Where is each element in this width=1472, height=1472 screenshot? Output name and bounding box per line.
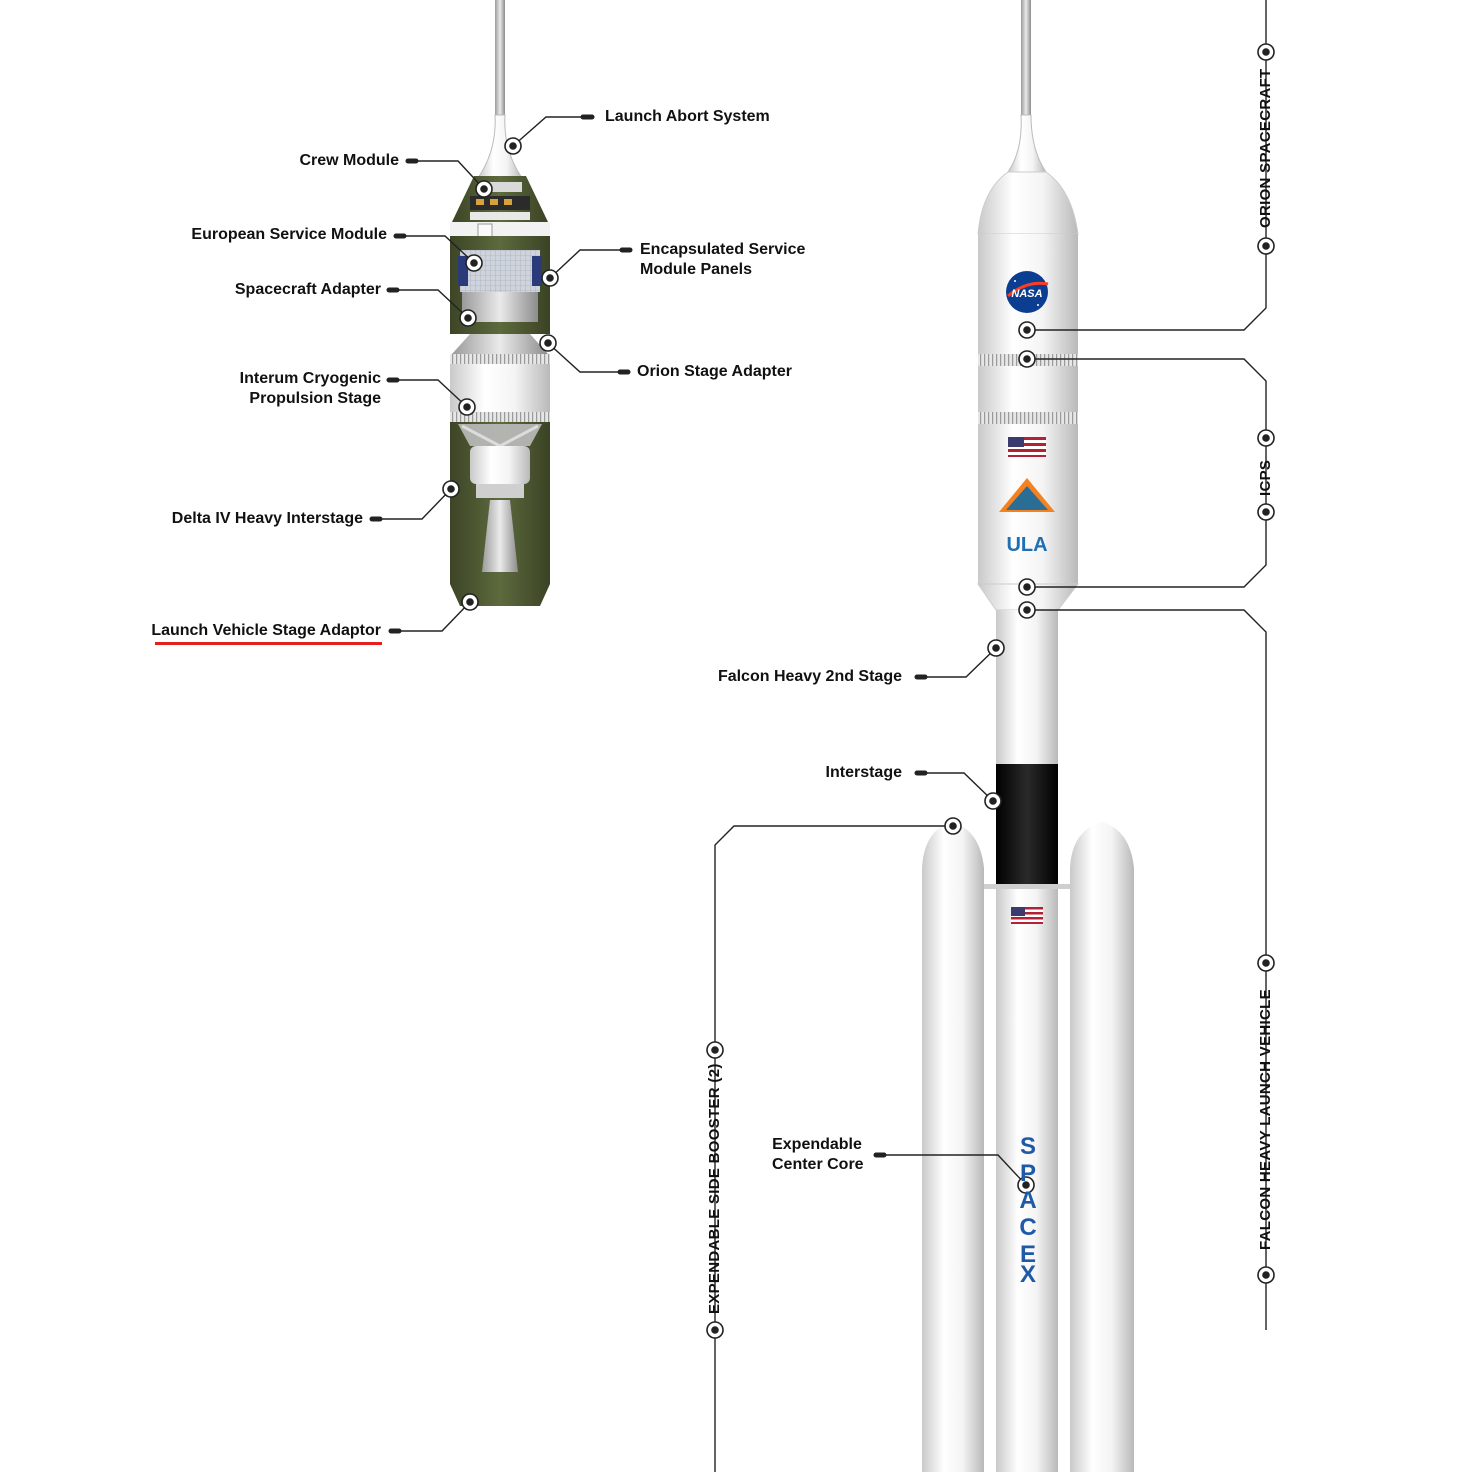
- label-spacecraft-adapter: Spacecraft Adapter: [234, 281, 381, 298]
- label-icps-line2: Propulsion Stage: [249, 390, 381, 407]
- label-orion-stage-adapter: Orion Stage Adapter: [637, 363, 792, 380]
- label-crew-module: Crew Module: [299, 152, 399, 169]
- label-icps-vertical: ICPS: [1257, 459, 1274, 496]
- highlight-underline: [155, 642, 382, 645]
- abort-tower-rod: [495, 0, 505, 120]
- leader-lines: [378, 0, 1267, 1472]
- side-booster-left: [922, 822, 984, 1472]
- side-booster-right: [1070, 822, 1134, 1472]
- label-orion-spacecraft: ORION SPACECRAFT: [1257, 68, 1274, 228]
- second-stage: [996, 610, 1058, 764]
- label-encapsulated-service-module-panels-line1: Encapsulated Service: [640, 241, 806, 258]
- spacex-letter-s: S: [1020, 1133, 1036, 1160]
- spacex-letter-e: E: [1020, 1241, 1036, 1268]
- label-delta-iv-heavy-interstage: Delta IV Heavy Interstage: [171, 510, 363, 527]
- nasa-logo: [1006, 271, 1049, 313]
- interstage-black: [996, 764, 1058, 884]
- target-markers: [442, 43, 1275, 1339]
- label-expendable-center-core-line1: Expendable: [772, 1136, 862, 1153]
- spacex-letter-a: A: [1019, 1187, 1036, 1214]
- spacex-letter-x: X: [1020, 1261, 1036, 1288]
- label-launch-abort-system: Launch Abort System: [605, 108, 770, 125]
- label-interstage: Interstage: [825, 764, 902, 781]
- orion-stage-adapter-shape: [452, 334, 548, 354]
- falcon-heavy-stack: [922, 0, 1134, 1472]
- nasa-logo-text: NASA: [1011, 288, 1042, 300]
- label-encapsulated-service-module-panels-line2: Module Panels: [640, 261, 753, 278]
- us-flag-upper: [1008, 437, 1046, 457]
- label-falcon-heavy-launch-vehicle: FALCON HEAVY LAUNCH VEHICLE: [1257, 989, 1274, 1250]
- fairing-nose: [977, 171, 1079, 235]
- ula-logo: ULA: [1006, 534, 1047, 556]
- label-european-service-module: European Service Module: [191, 226, 387, 243]
- label-falcon-heavy-2nd-stage: Falcon Heavy 2nd Stage: [717, 668, 902, 685]
- delta-logo: [999, 478, 1055, 512]
- orion-cutaway-stack: [450, 0, 550, 606]
- label-expendable-center-core-line2: Center Core: [772, 1156, 864, 1173]
- spacex-logo: S P A C E X: [1019, 1133, 1036, 1288]
- icps-fairing: [978, 366, 1078, 412]
- spacex-letter-p: P: [1020, 1160, 1036, 1187]
- label-icps-line1: Interum Cryogenic: [239, 370, 381, 387]
- leader-caps: [369, 114, 928, 1158]
- us-flag-lower: [1011, 907, 1043, 924]
- label-launch-vehicle-stage-adaptor: Launch Vehicle Stage Adaptor: [151, 622, 381, 639]
- spacex-letter-c: C: [1019, 1214, 1036, 1241]
- label-expendable-side-booster: EXPENDABLE SIDE BOOSTER (2): [706, 1063, 723, 1314]
